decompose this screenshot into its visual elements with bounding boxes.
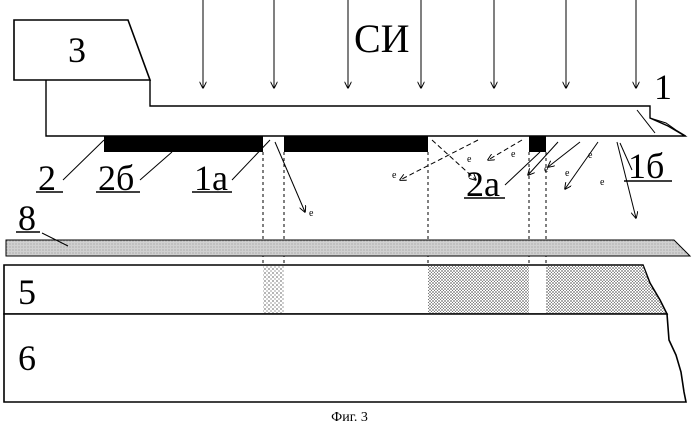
electron-label: е bbox=[600, 177, 605, 188]
substrate-label: 1 bbox=[654, 67, 672, 107]
exposed-region bbox=[263, 266, 284, 313]
radiation-arrows bbox=[203, 0, 636, 88]
electron-arrows bbox=[275, 142, 636, 218]
source-label: 3 bbox=[68, 30, 86, 70]
edge-b-label: 1б bbox=[628, 146, 664, 186]
exposed-region bbox=[428, 266, 529, 313]
mask-segment-middle bbox=[284, 136, 428, 152]
layer-5-label: 5 bbox=[18, 272, 36, 312]
layer-6 bbox=[4, 314, 686, 402]
electron-label: е bbox=[511, 149, 516, 160]
layer-6-label: 6 bbox=[18, 338, 36, 378]
electron-label: е bbox=[588, 150, 593, 161]
electron-label: е bbox=[565, 168, 570, 179]
mask-segment-2a bbox=[529, 136, 546, 152]
mask-segment-2b bbox=[104, 136, 263, 152]
figure-caption: Фиг. 3 bbox=[0, 410, 699, 426]
substrate-plate bbox=[46, 80, 685, 136]
exposed-region bbox=[546, 266, 643, 313]
electron-label: е bbox=[309, 208, 314, 219]
electron-label: е bbox=[392, 170, 397, 181]
radiation-label: СИ bbox=[354, 16, 410, 61]
film-layer bbox=[6, 240, 690, 256]
